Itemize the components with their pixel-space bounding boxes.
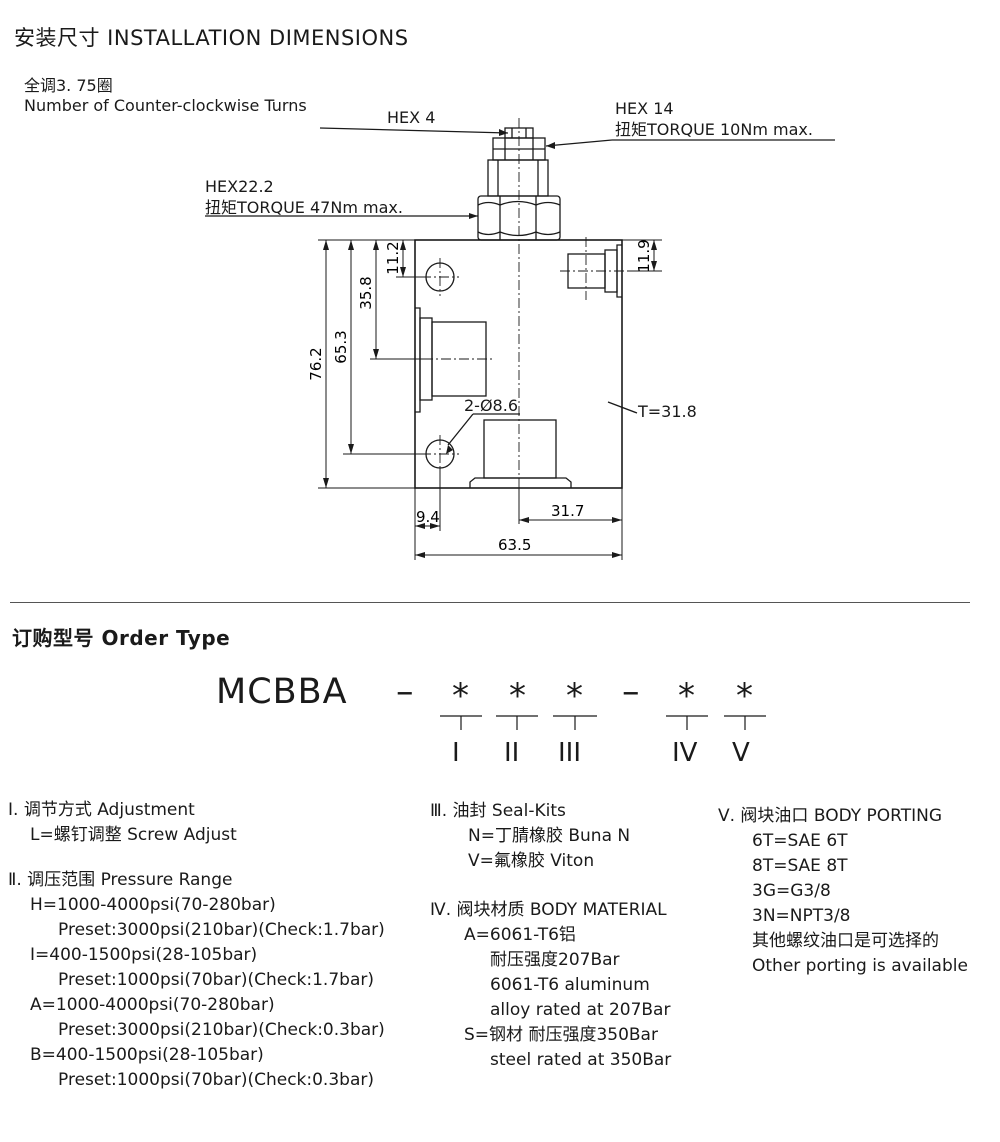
dim-35-8: 35.8 [357, 276, 375, 309]
material-title: Ⅳ. 阀块材质 BODY MATERIAL [430, 900, 667, 920]
position-ii: II [504, 738, 520, 768]
porting-item: 其他螺纹油口是可选择的 [752, 931, 939, 951]
porting-item: 3G=G3/8 [752, 881, 831, 901]
pressure-range: I=400-1500psi(28-105bar) [30, 945, 258, 965]
hex22-torque-label: 扭矩TORQUE 47Nm max. [205, 198, 403, 217]
bottom-port [469, 419, 572, 488]
seal-title: Ⅲ. 油封 Seal-Kits [430, 801, 566, 821]
pressure-preset: Preset:3000psi(210bar)(Check:0.3bar) [58, 1020, 385, 1040]
hex14-torque-label: 扭矩TORQUE 10Nm max. [615, 120, 813, 139]
pressure-options: Ⅱ. 调压范围 Pressure Range H=1000-4000psi(70… [8, 868, 385, 1093]
pressure-title: Ⅱ. 调压范围 Pressure Range [8, 870, 233, 890]
thickness-label: T=31.8 [638, 402, 697, 421]
installation-drawing: 76.2 65.3 35.8 11.2 11.9 9.4 31.7 63.5 [205, 118, 835, 560]
code-star-4: * [678, 676, 695, 716]
adjustment-item: L=螺钉调整 Screw Adjust [30, 825, 237, 845]
pressure-range: A=1000-4000psi(70-280bar) [30, 995, 275, 1015]
pressure-preset: Preset:3000psi(210bar)(Check:1.7bar) [58, 920, 385, 940]
adjustment-title: Ⅰ. 调节方式 Adjustment [8, 800, 195, 820]
holes-label: 2-Ø8.6 [464, 396, 518, 415]
hex14-label: HEX 14 [615, 99, 674, 118]
dim-11-2: 11.2 [384, 241, 402, 274]
seal-options: Ⅲ. 油封 Seal-Kits N=丁腈橡胶 Buna N V=氟橡胶 Vito… [430, 799, 630, 874]
code-star-3: * [566, 676, 583, 716]
dim-76-2: 76.2 [307, 347, 325, 380]
pressure-range: H=1000-4000psi(70-280bar) [30, 895, 276, 915]
hex4-label: HEX 4 [387, 108, 436, 127]
dim-31-7: 31.7 [551, 502, 584, 520]
dim-65-3: 65.3 [332, 330, 350, 363]
section-divider [10, 602, 970, 603]
position-iv: IV [672, 738, 698, 768]
material-item: 6061-T6 aluminum [490, 975, 650, 995]
pressure-range: B=400-1500psi(28-105bar) [30, 1045, 264, 1065]
code-star-1: * [452, 676, 469, 716]
code-dash-1: – [396, 672, 415, 712]
code-star-2: * [509, 676, 526, 716]
side-port-right [567, 244, 622, 298]
porting-options: Ⅴ. 阀块油口 BODY PORTING 6T=SAE 6T 8T=SAE 8T… [718, 804, 968, 979]
material-options: Ⅳ. 阀块材质 BODY MATERIAL A=6061-T6铝 耐压强度207… [430, 898, 671, 1073]
seal-item: V=氟橡胶 Viton [468, 851, 595, 871]
material-item: S=钢材 耐压强度350Bar [464, 1025, 658, 1045]
dim-63-5: 63.5 [498, 536, 531, 554]
adjustment-options: Ⅰ. 调节方式 Adjustment L=螺钉调整 Screw Adjust [8, 798, 237, 848]
cartridge-body [487, 159, 549, 197]
porting-title: Ⅴ. 阀块油口 BODY PORTING [718, 806, 943, 826]
material-item: alloy rated at 207Bar [490, 1000, 671, 1020]
side-port-left [415, 307, 487, 413]
dim-11-9: 11.9 [635, 239, 653, 272]
seal-item: N=丁腈橡胶 Buna N [468, 826, 631, 846]
code-star-5: * [736, 676, 753, 716]
installation-title: 安装尺寸 INSTALLATION DIMENSIONS [14, 26, 409, 50]
pressure-preset: Preset:1000psi(70bar)(Check:1.7bar) [58, 970, 374, 990]
position-iii: III [558, 738, 582, 768]
porting-item: 6T=SAE 6T [752, 831, 848, 851]
material-item: A=6061-T6铝 [464, 925, 576, 945]
material-item: 耐压强度207Bar [490, 950, 620, 970]
turns-label-en: Number of Counter-clockwise Turns [24, 96, 307, 115]
pressure-preset: Preset:1000psi(70bar)(Check:0.3bar) [58, 1070, 374, 1090]
porting-item: 3N=NPT3/8 [752, 906, 851, 926]
position-i: I [452, 738, 460, 768]
model-prefix: MCBBA [216, 672, 348, 712]
porting-item: Other porting is available [752, 956, 968, 976]
porting-item: 8T=SAE 8T [752, 856, 848, 876]
code-brackets [440, 715, 766, 730]
hex22-label: HEX22.2 [205, 177, 274, 196]
dim-9-4: 9.4 [416, 508, 440, 526]
turns-label-cn: 全调3. 75圈 [24, 76, 113, 95]
material-item: steel rated at 350Bar [490, 1050, 672, 1070]
order-type-title: 订购型号 Order Type [12, 626, 231, 650]
code-dash-2: – [622, 672, 641, 712]
position-v: V [732, 738, 750, 768]
